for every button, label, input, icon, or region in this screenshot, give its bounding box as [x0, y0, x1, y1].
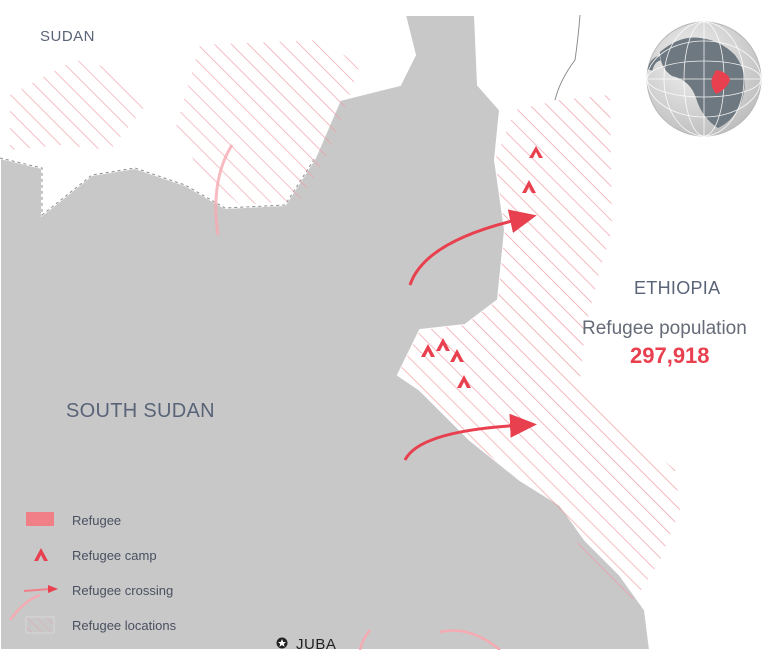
- sudan-refugee-zone-west: [10, 60, 150, 150]
- city-label-juba: JUBA: [296, 636, 337, 650]
- crossing-arrow-6: [9, 593, 41, 621]
- refugee-population-value: 297,918: [630, 343, 710, 368]
- sudan-refugee-zone-north: [175, 40, 360, 205]
- crossing-arrow-4: [358, 629, 371, 650]
- sudan-border: [0, 157, 316, 217]
- refugee-camps: [421, 146, 543, 388]
- locator-globe: [646, 21, 762, 137]
- tent-icon: [34, 548, 48, 561]
- tent-icon: [436, 338, 450, 351]
- legend-label: Refugee: [72, 513, 122, 528]
- filled-rect-icon: [26, 512, 54, 526]
- legend-label: Refugee camp: [72, 548, 157, 563]
- refugee-population-label: Refugee population: [582, 318, 747, 339]
- tent-icon: [457, 375, 471, 388]
- legend-label: Refugee crossing: [72, 583, 174, 598]
- crossing-arrow-2: [403, 413, 537, 461]
- country-label-sudan: SUDAN: [40, 28, 96, 45]
- ethiopia-refugee-zone: [398, 95, 680, 600]
- legend-label: Refugee locations: [72, 618, 177, 633]
- tent-icon: [529, 146, 543, 158]
- tent-icon: [421, 344, 435, 357]
- hatch-icon: [25, 616, 55, 634]
- arrow-icon: [23, 585, 58, 593]
- crossing-arrow-1: [408, 209, 537, 286]
- juba-star-icon: [278, 639, 286, 647]
- tent-icon: [522, 180, 536, 193]
- ethiopia-border-line: [554, 14, 581, 101]
- tent-icon: [450, 349, 464, 362]
- country-label-ethiopia: ETHIOPIA: [634, 278, 721, 298]
- crossing-arrow-5: [439, 629, 501, 650]
- crossing-arrow-3: [214, 144, 234, 236]
- country-label-south-sudan: SOUTH SUDAN: [66, 400, 215, 422]
- ethiopia-highlight: [711, 70, 730, 94]
